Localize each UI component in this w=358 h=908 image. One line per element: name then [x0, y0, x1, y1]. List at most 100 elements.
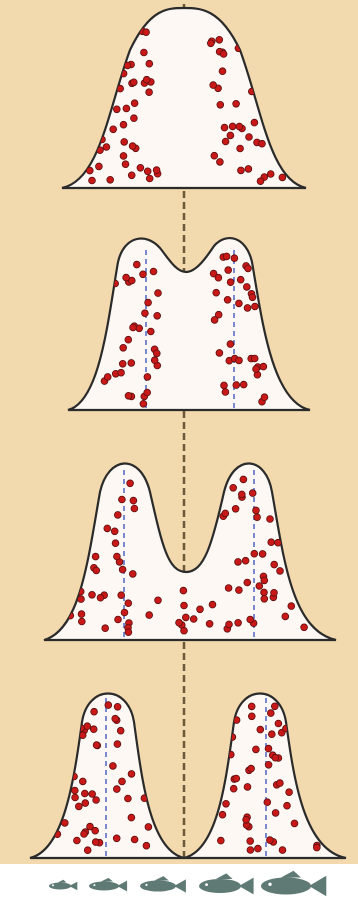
individual-dot	[259, 551, 266, 558]
individual-dot	[180, 587, 187, 594]
individual-dot	[225, 267, 232, 274]
individual-dot	[122, 161, 129, 168]
individual-dot	[313, 844, 320, 851]
individual-dot	[176, 619, 183, 626]
individual-dot	[143, 29, 150, 36]
individual-dot	[128, 771, 135, 778]
individual-dot	[104, 525, 111, 532]
individual-dot	[123, 105, 130, 112]
individual-dot	[220, 51, 227, 58]
individual-dot	[301, 624, 308, 631]
individual-dot	[130, 79, 137, 86]
individual-dot	[238, 491, 245, 498]
individual-dot	[238, 167, 245, 174]
individual-dot	[182, 614, 189, 621]
individual-dot	[223, 253, 230, 260]
individual-dot	[247, 847, 254, 854]
individual-dot	[222, 389, 229, 396]
individual-dot	[121, 139, 128, 146]
individual-dot	[113, 106, 120, 113]
individual-dot	[279, 174, 286, 181]
individual-dot	[197, 606, 204, 613]
individual-dot	[251, 355, 258, 362]
fish-icon	[49, 880, 77, 891]
individual-dot	[227, 279, 234, 286]
individual-dot	[155, 290, 162, 297]
individual-dot	[247, 616, 254, 623]
individual-dot	[267, 516, 274, 523]
individual-dot	[130, 497, 137, 504]
individual-dot	[233, 382, 240, 389]
individual-dot	[245, 265, 252, 272]
individual-dot	[110, 126, 117, 133]
individual-dot	[145, 299, 152, 306]
individual-dot	[112, 540, 119, 547]
individual-dot	[71, 787, 78, 794]
individual-dot	[114, 741, 121, 748]
individual-dot	[256, 583, 263, 590]
individual-dot	[233, 100, 240, 107]
individual-dot	[271, 703, 278, 710]
individual-dot	[151, 357, 158, 364]
individual-dot	[217, 837, 224, 844]
individual-dot	[131, 505, 138, 512]
individual-dot	[225, 585, 232, 592]
individual-dot	[128, 814, 135, 821]
individual-dot	[215, 311, 222, 318]
individual-dot	[259, 140, 266, 147]
individual-dot	[84, 847, 91, 854]
individual-dot	[216, 350, 223, 357]
individual-dot	[137, 164, 144, 171]
individual-dot	[103, 144, 110, 151]
individual-dot	[89, 791, 96, 798]
individual-dot	[251, 550, 258, 557]
individual-dot	[129, 571, 136, 578]
individual-dot	[79, 778, 86, 785]
individual-dot	[277, 780, 284, 787]
individual-dot	[125, 629, 132, 636]
individual-dot	[147, 328, 154, 335]
individual-dot	[240, 476, 247, 483]
individual-dot	[143, 842, 150, 849]
individual-dot	[125, 392, 132, 399]
individual-dot	[131, 115, 138, 122]
individual-dot	[129, 143, 136, 150]
individual-dot	[247, 838, 254, 845]
individual-dot	[261, 577, 268, 584]
individual-dot	[222, 138, 229, 145]
individual-dot	[105, 702, 112, 709]
individual-dot	[92, 827, 99, 834]
individual-dot	[104, 374, 111, 381]
individual-dot	[130, 324, 137, 331]
individual-dot	[221, 124, 228, 131]
individual-dot	[275, 539, 282, 546]
individual-dot	[221, 382, 228, 389]
individual-dot	[207, 40, 214, 47]
individual-dot	[190, 616, 197, 623]
individual-dot	[216, 36, 223, 43]
individual-dot	[75, 803, 82, 810]
fish-size-scale	[0, 864, 358, 908]
individual-dot	[140, 271, 147, 278]
individual-dot	[128, 360, 135, 367]
individual-dot	[267, 171, 274, 178]
individual-dot	[265, 745, 272, 752]
individual-dot	[142, 310, 149, 317]
individual-dot	[272, 754, 279, 761]
individual-dot	[243, 816, 250, 823]
individual-dot	[146, 612, 153, 619]
individual-dot	[125, 795, 132, 802]
individual-dot	[230, 785, 237, 792]
individual-dot	[246, 134, 253, 141]
individual-dot	[119, 496, 126, 503]
individual-dot	[268, 731, 275, 738]
individual-dot	[140, 400, 147, 407]
individual-dot	[102, 625, 109, 632]
fish-icon	[261, 871, 326, 897]
individual-dot	[72, 794, 79, 801]
individual-dot	[155, 597, 162, 604]
individual-dot	[268, 539, 275, 546]
individual-dot	[235, 559, 242, 566]
individual-dot	[257, 726, 264, 733]
